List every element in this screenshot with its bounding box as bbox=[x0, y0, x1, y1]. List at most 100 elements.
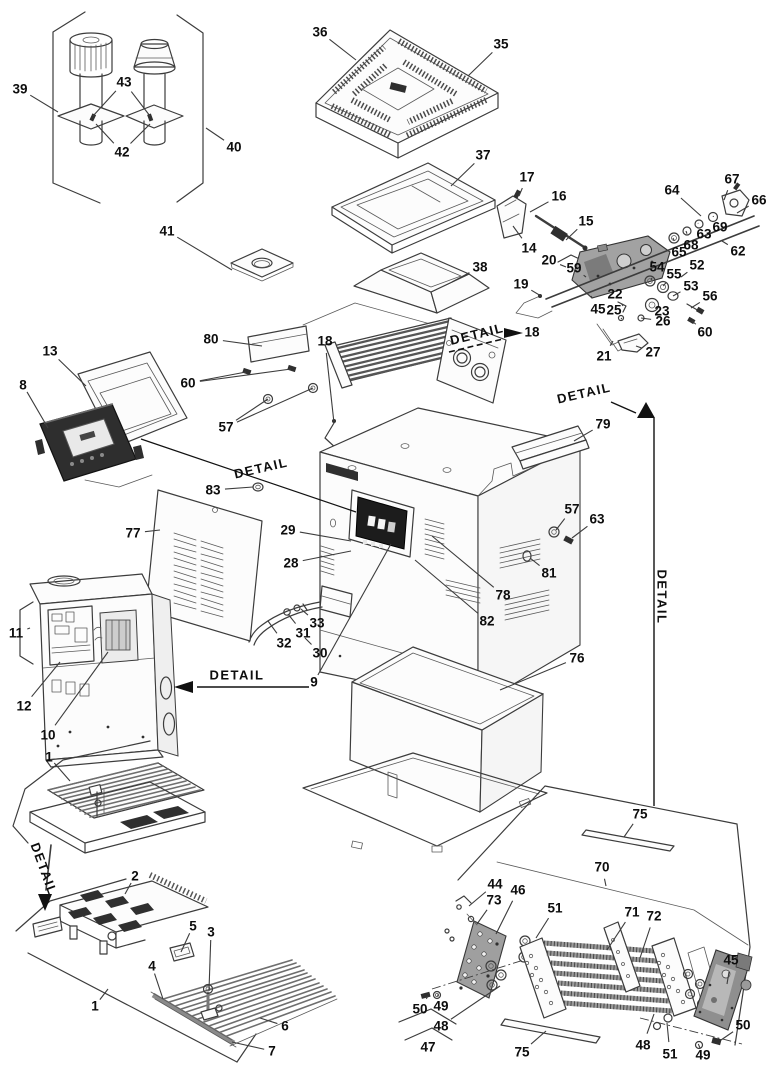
part-number: 28 bbox=[283, 556, 299, 571]
part-number: 45 bbox=[590, 302, 606, 317]
part-callout-20: 20 bbox=[541, 253, 567, 268]
part-callout-12: 12 bbox=[16, 661, 61, 714]
part-callout-78: 78 bbox=[431, 535, 511, 603]
part-number: 35 bbox=[493, 37, 509, 52]
part-number: 62 bbox=[730, 244, 745, 259]
part-number: 66 bbox=[751, 193, 767, 208]
part-callout-60: 60 bbox=[180, 368, 292, 391]
part-number: 11 bbox=[9, 626, 24, 641]
part-callout-51: 51 bbox=[662, 1022, 678, 1062]
part-number: 37 bbox=[475, 148, 490, 163]
part-callout-75: 75 bbox=[514, 1030, 547, 1060]
part-callout-64: 64 bbox=[664, 183, 702, 217]
part-callout-59: 59 bbox=[566, 261, 587, 278]
bracket-80 bbox=[247, 325, 310, 363]
part-number: 51 bbox=[662, 1047, 678, 1062]
control-panel bbox=[35, 403, 144, 482]
part-callout-82: 82 bbox=[414, 559, 495, 629]
part-number: 1 bbox=[91, 999, 99, 1014]
part-number: 54 bbox=[649, 260, 665, 275]
part-callout-63: 63 bbox=[696, 222, 712, 242]
part-number: 1 bbox=[45, 750, 53, 765]
part-callout-25: 25 bbox=[606, 303, 623, 320]
part-callout-57: 57 bbox=[218, 387, 314, 435]
part-callout-45: 45 bbox=[723, 953, 739, 985]
part-number: 29 bbox=[280, 523, 295, 538]
burner-manifold-assembly bbox=[242, 302, 507, 474]
part-number: 23 bbox=[654, 304, 670, 319]
part-number: 36 bbox=[312, 25, 328, 40]
cabinet-hardware bbox=[252, 482, 574, 562]
part-callout-53: 53 bbox=[672, 279, 699, 297]
part-number: 49 bbox=[695, 1048, 710, 1063]
vent-terminal-inset bbox=[52, 11, 204, 204]
part-number: 43 bbox=[116, 75, 132, 90]
part-callout-80: 80 bbox=[203, 332, 263, 347]
part-callout-73: 73 bbox=[476, 893, 502, 925]
part-callout-81: 81 bbox=[529, 557, 557, 581]
tube-sheet bbox=[519, 937, 567, 1019]
part-callout-18: 18 bbox=[317, 334, 335, 424]
baffle-blade bbox=[581, 829, 675, 852]
part-callout-66: 66 bbox=[736, 193, 767, 214]
part-callout-44: 44 bbox=[468, 877, 503, 907]
gasket-plate bbox=[169, 942, 195, 962]
part-callout-45: 45 bbox=[590, 295, 606, 317]
part-number: 60 bbox=[180, 376, 195, 391]
part-callout-47: 47 bbox=[420, 1040, 435, 1055]
part-number: 2 bbox=[131, 869, 139, 884]
part-number: 55 bbox=[666, 267, 682, 282]
part-callout-4: 4 bbox=[148, 959, 164, 1000]
part-callout-36: 36 bbox=[312, 25, 357, 61]
circuit-board bbox=[47, 605, 95, 666]
part-number: 59 bbox=[566, 261, 581, 276]
part-number: 76 bbox=[569, 651, 585, 666]
part-number: 9 bbox=[310, 675, 318, 690]
part-number: 40 bbox=[226, 140, 241, 155]
part-callout-10: 10 bbox=[40, 651, 109, 743]
part-callout-79: 79 bbox=[573, 417, 611, 442]
part-number: 7 bbox=[268, 1044, 276, 1059]
right-arrow-icon bbox=[504, 328, 523, 338]
part-callout-26: 26 bbox=[640, 314, 671, 329]
part-number: 25 bbox=[606, 303, 622, 318]
rear-bracket bbox=[511, 425, 590, 470]
part-callout-42: 42 bbox=[95, 123, 151, 160]
part-number: 22 bbox=[607, 287, 622, 302]
part-callout-38: 38 bbox=[451, 260, 488, 283]
part-callout-52: 52 bbox=[680, 258, 705, 278]
junction-box bbox=[19, 573, 179, 768]
part-number: 81 bbox=[541, 566, 557, 581]
part-number: 57 bbox=[564, 502, 579, 517]
screw-icon bbox=[563, 535, 574, 545]
screw-icon bbox=[242, 367, 252, 376]
part-callout-41: 41 bbox=[159, 224, 233, 271]
nameplate bbox=[326, 463, 358, 481]
part-number: 30 bbox=[312, 646, 327, 661]
part-number: 77 bbox=[125, 526, 140, 541]
part-number: 83 bbox=[205, 483, 221, 498]
part-number: 3 bbox=[207, 925, 215, 940]
part-callout-48: 48 bbox=[433, 985, 501, 1034]
part-callout-57: 57 bbox=[555, 502, 580, 531]
detail-label: DETAIL bbox=[655, 570, 670, 625]
part-number: 79 bbox=[595, 417, 610, 432]
part-number: 39 bbox=[12, 82, 27, 97]
part-callout-14: 14 bbox=[512, 225, 537, 256]
annotation-lines bbox=[140, 338, 655, 806]
part-number: 53 bbox=[683, 279, 699, 294]
part-callout-40: 40 bbox=[205, 127, 242, 155]
grommet-icon bbox=[522, 550, 532, 562]
part-callout-48: 48 bbox=[635, 1013, 655, 1053]
part-callout-15: 15 bbox=[565, 214, 594, 241]
part-number: 69 bbox=[712, 220, 727, 235]
part-callout-83: 83 bbox=[205, 483, 254, 498]
detail-label: DETAIL bbox=[556, 380, 613, 407]
washer-icon bbox=[262, 393, 274, 405]
part-callout-55: 55 bbox=[662, 267, 682, 287]
part-number: 4 bbox=[148, 959, 156, 974]
part-callout-1: 1 bbox=[91, 988, 109, 1014]
part-callout-29: 29 bbox=[280, 523, 352, 542]
down-arrow-icon bbox=[38, 894, 52, 911]
